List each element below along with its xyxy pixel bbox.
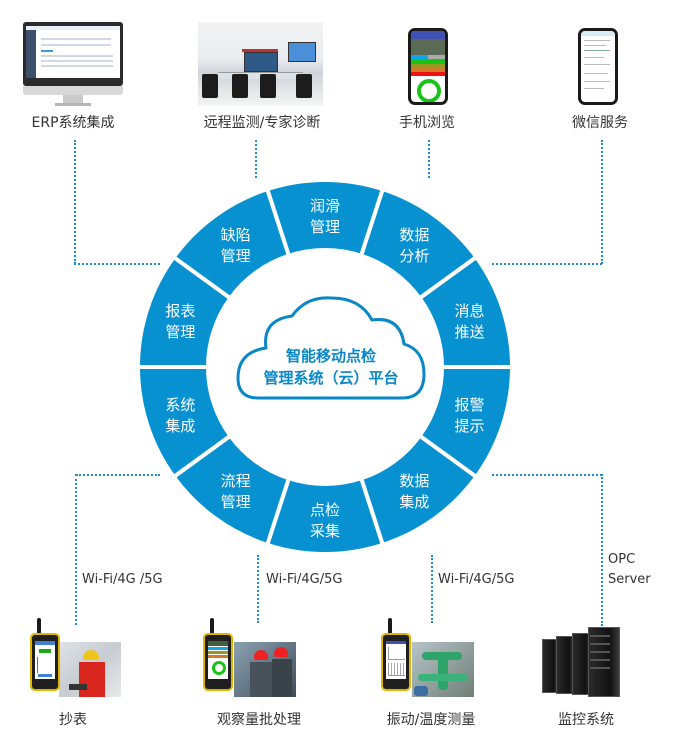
ring-segment-label-line1: 点检 <box>310 501 340 519</box>
ring-segment-label-line2: 提示 <box>455 417 485 435</box>
ring-segment-label-line1: 数据 <box>399 226 429 244</box>
conn-label-opc: OPC <box>608 552 636 567</box>
ring-segment-label-line2: 管理 <box>221 493 251 511</box>
conn-label-server: Server <box>608 572 651 587</box>
wechat-phone-icon <box>578 28 618 105</box>
ring-segment-label-line2: 采集 <box>310 522 340 540</box>
connector-opc-horizontal <box>492 474 602 476</box>
ring-segment-label-line1: 报表 <box>165 302 195 320</box>
control-room-photo <box>198 22 323 106</box>
connector-opc-vertical <box>601 474 603 626</box>
rugged-handheld-vibration-temperature <box>378 600 478 700</box>
ring-segment <box>170 186 292 302</box>
bottom-label-meter: 抄表 <box>59 712 87 728</box>
ring-segment-label-line2: 管理 <box>165 323 195 341</box>
ring-segment-label-line2: 推送 <box>455 323 485 341</box>
top-label-mobile: 手机浏览 <box>399 115 455 131</box>
ring-segment-label-line2: 管理 <box>310 218 340 236</box>
ring-segment-label-line1: 报警 <box>455 396 485 414</box>
conn-label-meter: Wi-Fi/4G /5G <box>82 572 163 587</box>
ring-segment-label-line1: 缺陷 <box>221 226 251 244</box>
top-label-erp: ERP系统集成 <box>31 115 115 131</box>
bottom-label-vibration: 振动/温度测量 <box>386 712 476 728</box>
cloud-icon <box>236 296 426 400</box>
bottom-label-batch: 观察量批处理 <box>217 712 301 728</box>
bottom-label-monitoring: 监控系统 <box>558 712 614 728</box>
ring-segment-label-line1: 系统 <box>165 396 195 414</box>
ring-segment-label-line2: 集成 <box>165 417 195 435</box>
connector-meter-horizontal <box>76 474 160 476</box>
mobile-phone-icon <box>408 28 448 105</box>
ring-segment-label-line1: 润滑 <box>310 197 340 215</box>
top-label-wechat: 微信服务 <box>572 115 628 131</box>
ring-segment-label-line1: 数据 <box>399 472 429 490</box>
rugged-handheld-batch-observation <box>200 600 300 700</box>
center-title-line1: 智能移动点检 <box>286 347 376 365</box>
top-label-remote-monitoring: 远程监测/专家诊断 <box>203 115 321 131</box>
connector-vibration-vertical <box>431 555 433 623</box>
connector-batch-vertical <box>257 555 259 623</box>
connector-remote-vertical <box>255 140 257 178</box>
connector-erp-horizontal <box>74 263 160 265</box>
connector-wechat-horizontal <box>492 263 602 265</box>
ring-segment-label-line1: 流程 <box>221 472 251 490</box>
center-title-line2: 管理系统（云）平台 <box>263 369 398 387</box>
rugged-handheld-meter-reading <box>27 600 122 700</box>
connector-erp-vertical <box>74 140 76 264</box>
connector-meter-vertical <box>75 474 77 625</box>
ring-segment-label-line2: 集成 <box>399 493 429 511</box>
server-rack-icon <box>542 625 620 697</box>
conn-label-batch: Wi-Fi/4G/5G <box>266 572 343 587</box>
ring-segment-label-line2: 分析 <box>399 247 429 265</box>
erp-monitor-icon <box>23 22 123 106</box>
ring-segment-label-line2: 管理 <box>221 247 251 265</box>
connector-wechat-vertical <box>601 140 603 264</box>
connector-mobile-vertical <box>428 140 430 178</box>
ring-segment-label-line1: 消息 <box>455 302 485 320</box>
conn-label-vibration: Wi-Fi/4G/5G <box>438 572 515 587</box>
